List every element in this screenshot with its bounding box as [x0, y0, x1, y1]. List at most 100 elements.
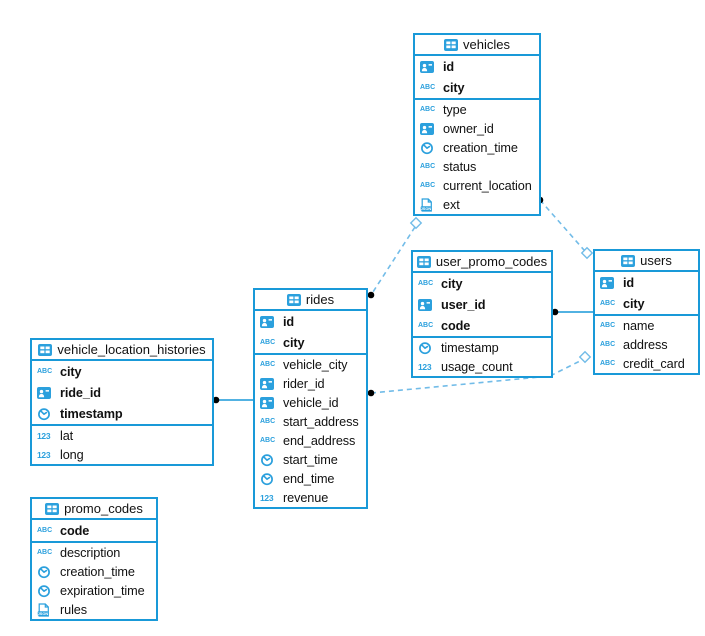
field-name: end_time	[283, 471, 335, 486]
field-row-start_time[interactable]: start_time	[255, 450, 366, 469]
entity-title: users	[640, 253, 672, 268]
field-type-icon-cell: ABC	[260, 361, 278, 368]
entity-header: promo_codes	[32, 499, 156, 520]
field-name: vehicle_city	[283, 357, 348, 372]
number-type-icon: 123	[418, 361, 432, 372]
field-row-description[interactable]: ABC description	[32, 543, 156, 562]
field-row-city[interactable]: ABC city	[255, 332, 366, 353]
field-type-icon-cell: ABC	[600, 300, 618, 307]
relation-endpoint-diamond	[578, 350, 592, 364]
field-row-city[interactable]: ABC city	[415, 77, 539, 98]
field-type-icon-cell: 123	[260, 493, 278, 503]
field-row-name[interactable]: ABC name	[595, 316, 698, 335]
field-type-icon-cell	[260, 377, 278, 390]
table-icon	[38, 343, 53, 356]
field-row-rules[interactable]: JSON rules	[32, 600, 156, 619]
table-icon-cell	[416, 255, 431, 268]
field-row-start_address[interactable]: ABC start_address	[255, 412, 366, 431]
table-icon-cell	[45, 502, 60, 515]
field-row-end_address[interactable]: ABC end_address	[255, 431, 366, 450]
field-row-creation_time[interactable]: creation_time	[415, 138, 539, 157]
field-type-icon-cell: ABC	[260, 418, 278, 425]
field-row-creation_time[interactable]: creation_time	[32, 562, 156, 581]
field-name: owner_id	[443, 121, 494, 136]
uuid-icon	[260, 377, 274, 390]
field-type-icon-cell	[37, 407, 55, 421]
field-row-vehicle_id[interactable]: vehicle_id	[255, 393, 366, 412]
text-type-icon: ABC	[420, 106, 436, 113]
relation-endpoint-diamond	[409, 216, 423, 230]
field-row-status[interactable]: ABC status	[415, 157, 539, 176]
columns-section: timestamp 123 usage_count	[413, 338, 551, 376]
field-row-lat[interactable]: 123 lat	[32, 426, 212, 445]
field-row-end_time[interactable]: end_time	[255, 469, 366, 488]
field-name: creation_time	[60, 564, 135, 579]
entity-header: vehicles	[415, 35, 539, 56]
field-row-usage_count[interactable]: 123 usage_count	[413, 357, 551, 376]
entity-vehicles[interactable]: vehicles id ABC city ABC type owner_id	[413, 33, 541, 216]
field-type-icon-cell: ABC	[420, 182, 438, 189]
field-row-code[interactable]: ABC code	[413, 315, 551, 336]
field-type-icon-cell: ABC	[260, 339, 278, 346]
field-row-timestamp[interactable]: timestamp	[32, 403, 212, 424]
text-type-icon: ABC	[600, 300, 616, 307]
entity-user_promo_codes[interactable]: user_promo_codes ABC city user_id ABC co…	[411, 250, 553, 378]
field-row-city[interactable]: ABC city	[413, 273, 551, 294]
relation-endpoint-dot	[551, 308, 559, 316]
primary-key-section: id ABC city	[415, 56, 539, 100]
json-icon-label: JSON	[421, 205, 432, 210]
field-name: lat	[60, 428, 74, 443]
field-row-id[interactable]: id	[255, 311, 366, 332]
field-row-type[interactable]: ABC type	[415, 100, 539, 119]
json-icon-label: JSON	[38, 610, 49, 615]
field-row-vehicle_city[interactable]: ABC vehicle_city	[255, 355, 366, 374]
field-row-current_location[interactable]: ABC current_location	[415, 176, 539, 195]
field-type-icon-cell: ABC	[37, 549, 55, 556]
text-type-icon: ABC	[420, 182, 436, 189]
entity-users[interactable]: users id ABC city ABC name ABC address A…	[593, 249, 700, 375]
field-type-icon-cell: JSON	[37, 602, 55, 617]
field-type-icon-cell: 123	[418, 362, 436, 372]
text-type-icon: ABC	[37, 527, 53, 534]
field-row-ext[interactable]: JSON ext	[415, 195, 539, 214]
field-row-user_id[interactable]: user_id	[413, 294, 551, 315]
json-icon: JSON	[421, 197, 432, 212]
relation-vehicles-users[interactable]	[539, 199, 585, 251]
field-type-icon-cell: ABC	[420, 106, 438, 113]
field-row-code[interactable]: ABC code	[32, 520, 156, 541]
field-row-rider_id[interactable]: rider_id	[255, 374, 366, 393]
field-type-icon-cell	[420, 60, 438, 73]
text-type-icon: ABC	[260, 361, 276, 368]
entity-vehicle_location_histories[interactable]: vehicle_location_histories ABC city ride…	[30, 338, 214, 466]
text-type-icon: ABC	[420, 163, 436, 170]
field-row-city[interactable]: ABC city	[595, 293, 698, 314]
field-row-credit_card[interactable]: ABC credit_card	[595, 354, 698, 373]
field-row-owner_id[interactable]: owner_id	[415, 119, 539, 138]
field-row-id[interactable]: id	[415, 56, 539, 77]
entity-promo_codes[interactable]: promo_codes ABC code ABC description cre…	[30, 497, 158, 621]
json-icon: JSON	[38, 602, 49, 617]
field-row-timestamp[interactable]: timestamp	[413, 338, 551, 357]
field-row-id[interactable]: id	[595, 272, 698, 293]
field-row-expiration_time[interactable]: expiration_time	[32, 581, 156, 600]
table-icon-cell	[444, 38, 459, 51]
primary-key-section: ABC code	[32, 520, 156, 543]
field-type-icon-cell	[420, 141, 438, 155]
field-type-icon-cell	[418, 298, 436, 311]
text-type-icon: ABC	[260, 437, 276, 444]
field-row-address[interactable]: ABC address	[595, 335, 698, 354]
relation-vehicles-rides[interactable]	[370, 226, 416, 296]
field-type-icon-cell	[260, 453, 278, 467]
field-name: code	[60, 523, 90, 538]
field-row-revenue[interactable]: 123 revenue	[255, 488, 366, 507]
field-row-city[interactable]: ABC city	[32, 361, 212, 382]
field-name: city	[443, 80, 465, 95]
field-name: id	[283, 314, 295, 329]
uuid-icon	[260, 315, 274, 328]
entity-rides[interactable]: rides id ABC city ABC vehicle_city rider…	[253, 288, 368, 509]
field-name: rider_id	[283, 376, 325, 391]
field-row-ride_id[interactable]: ride_id	[32, 382, 212, 403]
field-row-long[interactable]: 123 long	[32, 445, 212, 464]
field-type-icon-cell	[420, 122, 438, 135]
field-name: ext	[443, 197, 460, 212]
